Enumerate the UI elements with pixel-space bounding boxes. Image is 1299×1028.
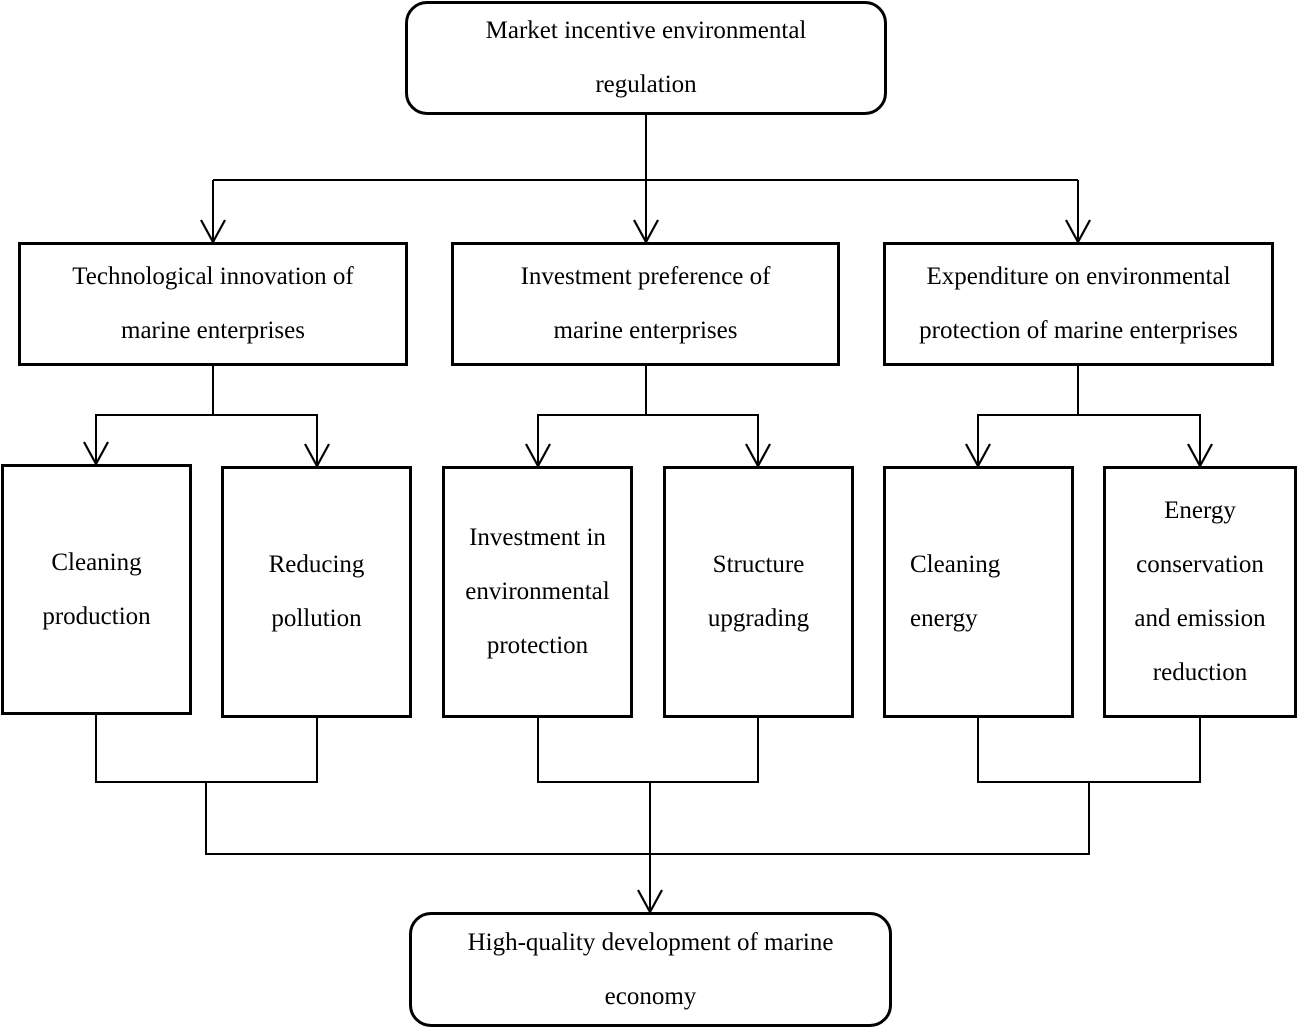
node-label-line: Cleaning — [910, 551, 1001, 578]
node-structure-upgrading: Structure upgrading — [663, 466, 854, 718]
node-label-line: environmental — [465, 578, 610, 605]
node-market-incentive-regulation: Market incentive environmental regulatio… — [405, 1, 887, 115]
connector-tech — [95, 366, 318, 466]
connector-invest — [537, 366, 759, 466]
node-label-line: Investment preference of — [520, 263, 771, 290]
node-technological-innovation: Technological innovation of marine enter… — [18, 242, 408, 366]
node-label-line: Expenditure on environmental — [926, 263, 1231, 290]
node-label-line: Investment in — [469, 524, 606, 551]
node-label-line: marine enterprises — [553, 317, 738, 344]
node-label-line: High-quality development of marine — [467, 928, 834, 956]
node-label-line: Reducing — [268, 551, 365, 578]
node-label-line: pollution — [271, 605, 362, 632]
connector-collector — [205, 782, 1090, 855]
node-high-quality-development: High-quality development of marine econo… — [409, 912, 892, 1027]
node-label-line: and emission — [1134, 605, 1266, 632]
node-label-line: regulation — [595, 71, 697, 98]
node-cleaning-production: Cleaning production — [1, 464, 192, 715]
node-cleaning-energy: Cleaning energy — [883, 466, 1074, 718]
connector-group-left — [95, 715, 318, 783]
node-label-line: Energy — [1164, 497, 1236, 524]
node-label-line: economy — [604, 982, 697, 1010]
node-label-line: Structure — [712, 551, 805, 578]
node-label-line: protection — [486, 632, 589, 659]
node-energy-conservation-emission-reduction: Energy conservation and emission reducti… — [1103, 466, 1297, 718]
node-label-line: Technological innovation of — [72, 263, 354, 290]
node-label-line: production — [42, 602, 151, 630]
connector-group-right — [977, 718, 1201, 783]
connector-expend — [977, 366, 1201, 466]
node-investment-environmental-protection: Investment in environmental protection — [442, 466, 633, 718]
node-label-line: marine enterprises — [121, 317, 305, 344]
node-environmental-expenditure: Expenditure on environmental protection … — [883, 242, 1274, 366]
node-reducing-pollution: Reducing pollution — [221, 466, 412, 718]
node-label-line: upgrading — [707, 605, 810, 632]
node-investment-preference: Investment preference of marine enterpri… — [451, 242, 840, 366]
node-label-line: Market incentive environmental — [485, 17, 807, 44]
connector-group-middle — [537, 718, 759, 783]
node-label-line: energy — [910, 605, 978, 632]
node-label-line: protection of marine enterprises — [919, 317, 1238, 344]
node-label-line: Cleaning — [51, 548, 142, 576]
node-label-line: conservation — [1136, 551, 1264, 578]
node-label-line: reduction — [1152, 659, 1248, 686]
